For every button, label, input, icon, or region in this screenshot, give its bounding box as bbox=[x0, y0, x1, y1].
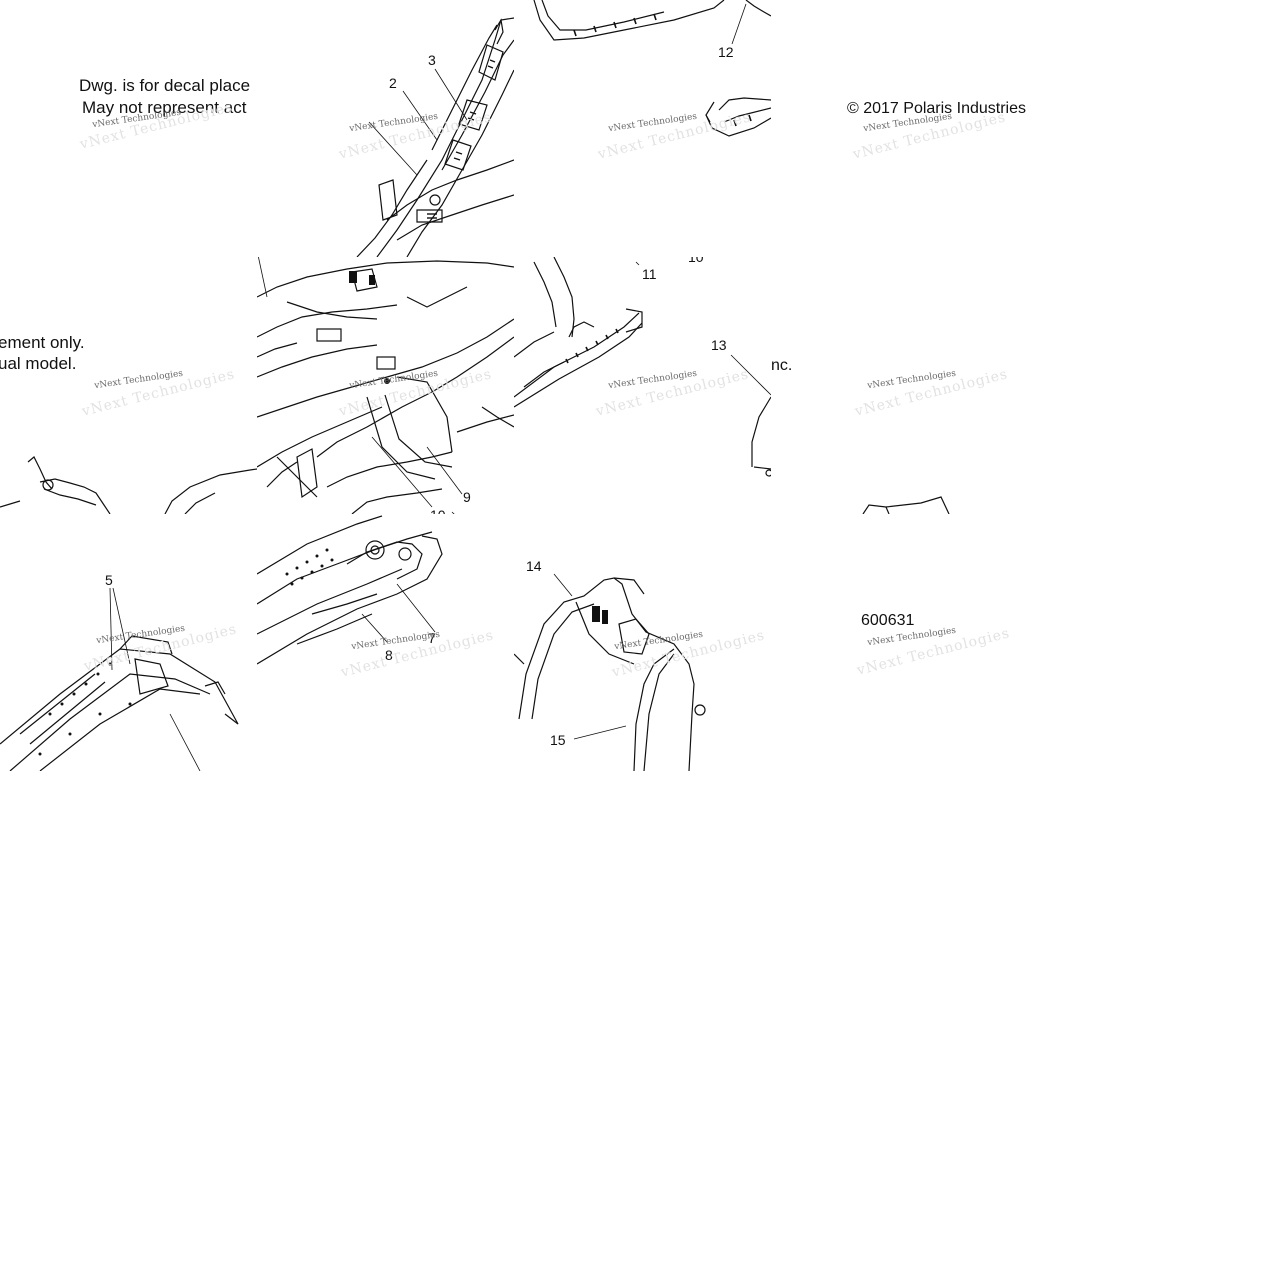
side-panel-drawing bbox=[862, 496, 950, 514]
callout-15: 15 bbox=[550, 732, 566, 748]
callout-9: 9 bbox=[463, 489, 471, 505]
hood-drawing bbox=[257, 257, 514, 514]
callout-2: 2 bbox=[389, 75, 397, 91]
callout-10-lower: 10 bbox=[430, 507, 446, 514]
tunnel-drawing bbox=[257, 515, 443, 665]
running-board-drawing bbox=[0, 587, 239, 771]
tile-copyright: © 2017 Polaris Industries I vNext Techno… bbox=[771, 0, 1028, 257]
callout-5: 5 bbox=[105, 572, 113, 588]
side-cowl-drawing bbox=[514, 573, 706, 771]
callout-12: 12 bbox=[718, 44, 734, 60]
note-line-2-end: ual model. bbox=[0, 354, 77, 373]
tile-skis: 12 vNext Technologies vNext Technologies bbox=[514, 0, 771, 257]
cowl-edge-drawing bbox=[751, 396, 771, 477]
note-line-1-end: ement only. bbox=[0, 333, 85, 352]
drawing-number: 600631 bbox=[861, 612, 915, 629]
callout-8: 8 bbox=[385, 647, 393, 663]
steering-parts-drawing bbox=[0, 456, 257, 514]
tile-note-left: Dwg. is for decal place May not represen… bbox=[0, 0, 257, 257]
tile-side-cowl: 14 15 vNext Technologies vNext Technolog… bbox=[514, 514, 771, 771]
copyright-text: © 2017 Polaris Industries I bbox=[847, 100, 1028, 117]
skis-drawing bbox=[533, 0, 771, 137]
copyright-text-end: nc. bbox=[771, 357, 793, 374]
callout-14: 14 bbox=[526, 558, 542, 574]
tile-tunnel: 7 8 vNext Technologies vNext Technologie… bbox=[257, 514, 514, 771]
tile-windshield: 2 3 vNext Technologies vNext Technologie… bbox=[257, 0, 514, 257]
callout-11: 11 bbox=[642, 266, 657, 282]
callout-7: 7 bbox=[428, 630, 436, 646]
callout-13: 13 bbox=[711, 337, 727, 353]
callout-3: 3 bbox=[428, 52, 436, 68]
tile-rear-rail: 10 11 13 vNext Technologies vNext Techno… bbox=[514, 257, 771, 514]
windshield-drawing bbox=[356, 17, 514, 257]
tile-hood: 4 9 10 6 vNext Technologies vNext Techno… bbox=[257, 257, 514, 514]
callout-10-upper: 10 bbox=[688, 257, 704, 265]
tile-running-board: 5 vNext Technologies vNext Technologies bbox=[0, 514, 257, 771]
rear-rail-drawing bbox=[514, 257, 771, 408]
tile-copyright-end: nc. vNext Technologies vNext Technologie… bbox=[771, 257, 1028, 514]
note-line-1: Dwg. is for decal place bbox=[79, 76, 251, 95]
note-line-2: May not represent act bbox=[82, 98, 247, 117]
tile-note-right: ement only. ual model. vNext Technologie… bbox=[0, 257, 257, 514]
tile-drawing-number: 600631 vNext Technologies vNext Technolo… bbox=[771, 514, 1028, 771]
